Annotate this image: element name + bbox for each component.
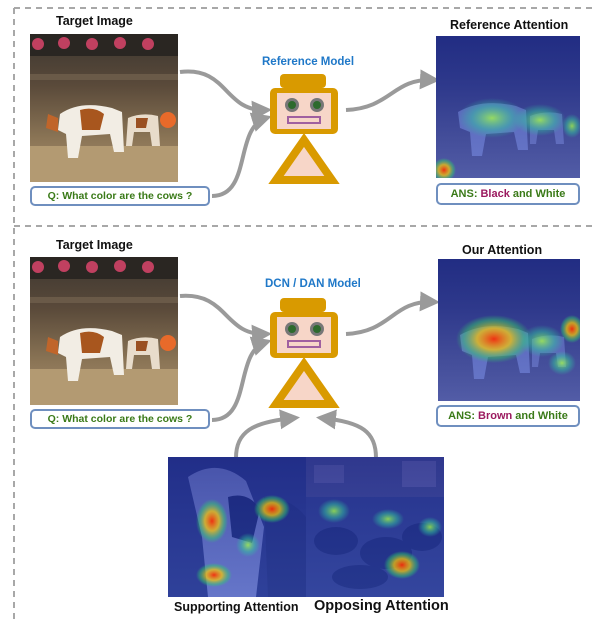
top-question-text: Q: What color are the cows ? [47,190,193,202]
top-arrows [179,69,440,198]
supporting-attention-caption: Supporting Attention [174,600,299,614]
arrow-icon [345,291,440,336]
top-answer-prefix: ANS: [450,188,478,200]
bottom-answer-box: ANS: Brown and White [436,405,580,427]
bottom-question-text: Q: What color are the cows ? [47,413,193,425]
opposing-attention-caption: Opposing Attention [314,598,449,614]
bottom-answer-prefix: ANS: [448,410,476,422]
supporting-attention-image [168,457,306,597]
arrow-icon [234,409,300,459]
bottom-target-image [30,257,178,405]
bottom-target-image-title: Target Image [56,238,133,252]
arrow-icon [179,293,272,345]
arrow-icon [345,69,440,112]
top-answer-suffix: and White [512,188,566,200]
opposing-attention-image [306,457,444,597]
top-answer-color: Black [480,188,510,200]
robot-icon [268,298,340,408]
reference-attention-image [436,36,580,178]
our-attention-image [438,259,580,401]
arrow-icon [316,409,378,459]
top-target-image [30,34,178,182]
bottom-answer-suffix: and White [515,410,568,422]
top-attention-title: Reference Attention [450,18,569,32]
bottom-model-title: DCN / DAN Model [265,278,361,290]
bottom-question-box: Q: What color are the cows ? [30,409,210,429]
bottom-attention-title: Our Attention [462,243,543,257]
top-model-title: Reference Model [262,56,355,68]
bottom-answer-color: Brown [478,410,513,422]
robot-icon [268,74,340,184]
top-answer-box: ANS: Black and White [436,183,580,205]
arrow-icon [211,112,272,198]
arrow-icon [179,69,272,121]
bottom-arrows [179,291,440,459]
top-question-box: Q: What color are the cows ? [30,186,210,206]
top-target-image-title: Target Image [56,14,133,28]
arrow-icon [211,336,272,422]
